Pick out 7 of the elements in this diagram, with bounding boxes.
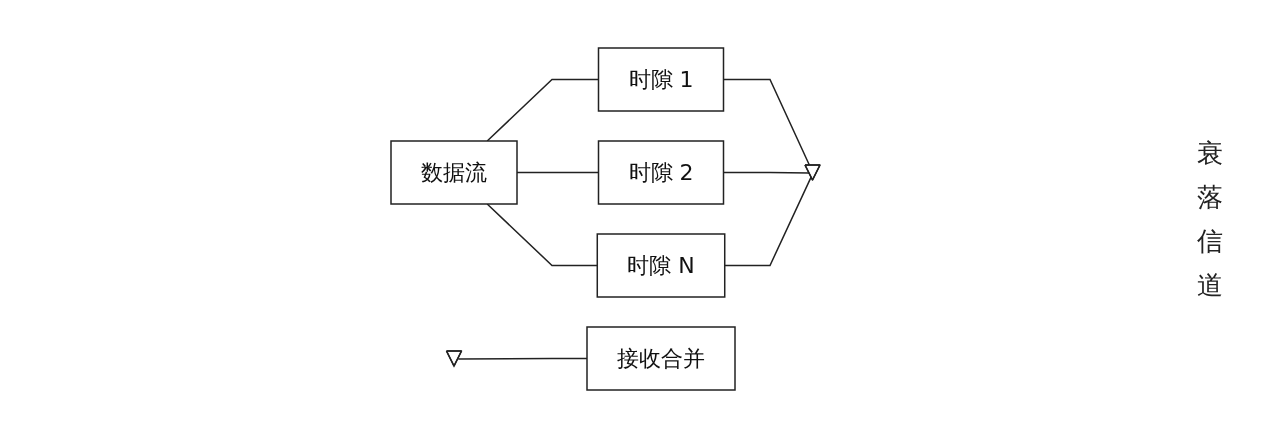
- node-box: 时隙 2: [597, 140, 724, 205]
- node-box: 接收合并: [585, 326, 736, 391]
- connector: [485, 78, 599, 142]
- node-box: 时隙 1: [597, 47, 724, 112]
- node-box: 时隙 N: [596, 233, 725, 298]
- node-box: 数据流: [389, 140, 518, 205]
- channel-label: 衰落信道: [1196, 137, 1224, 302]
